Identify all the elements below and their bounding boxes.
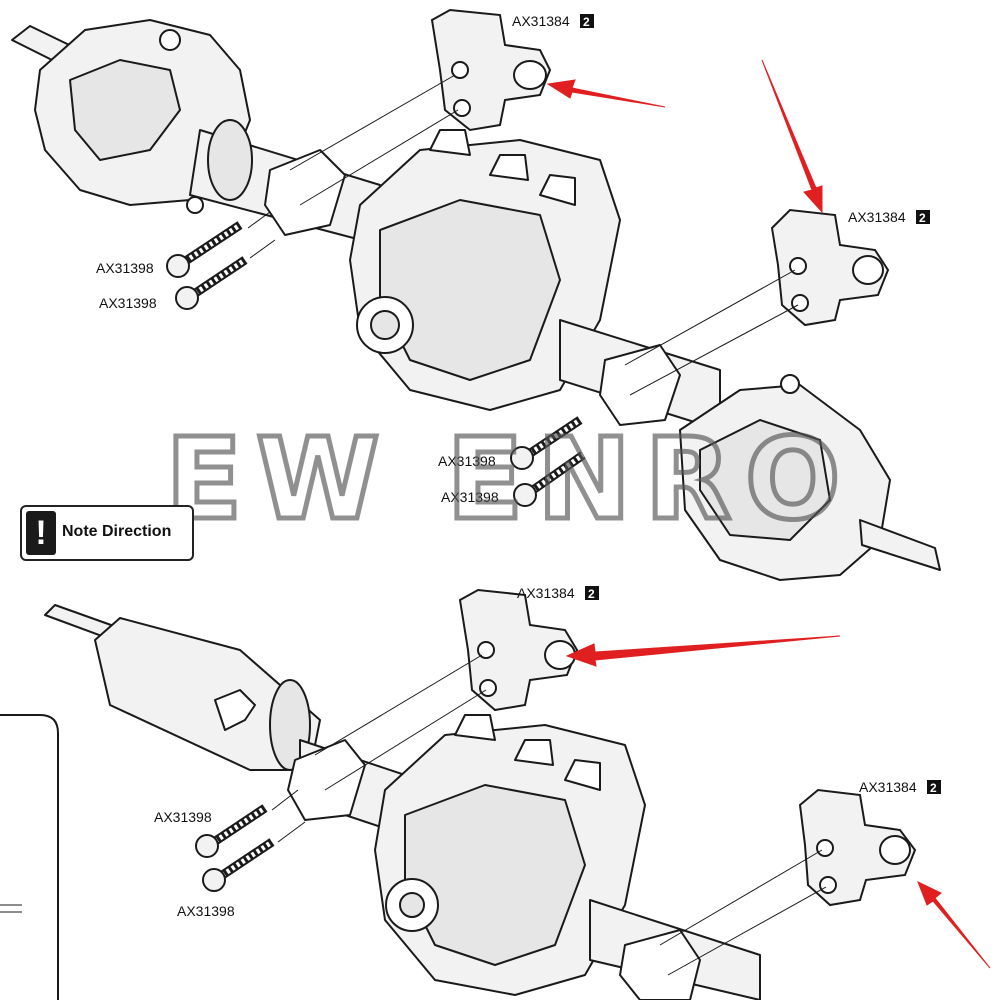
- red-arrow-2: [761, 59, 823, 214]
- exclamation-icon: !: [26, 511, 56, 555]
- right-stub-shaft: [859, 519, 941, 571]
- label-bracket-2-qty: 2: [919, 211, 926, 225]
- part-labels: AX31384 2 AX31384 2 AX31384 2 AX31384 2 …: [96, 13, 941, 919]
- link-bracket-top-left: [430, 8, 552, 132]
- label-bracket-1: AX31384: [512, 13, 570, 29]
- link-bracket-top-right: [770, 208, 890, 327]
- red-arrow-1: [546, 79, 666, 108]
- screws-top-left: [166, 221, 248, 310]
- label-bracket-1-qty: 2: [583, 15, 590, 29]
- assembly-guide-lines-top: [247, 74, 799, 396]
- label-bracket-4-qty: 2: [930, 781, 937, 795]
- red-arrow-4: [917, 881, 991, 969]
- screws-bottom-left: [195, 804, 275, 892]
- screws-top-right: [510, 416, 586, 507]
- watermark: NEW ENRON: [165, 418, 855, 538]
- label-screw-2: AX31398: [99, 295, 157, 311]
- label-bracket-3-qty: 2: [588, 587, 595, 601]
- label-screw-1: AX31398: [96, 260, 154, 276]
- label-bracket-4: AX31384: [859, 779, 917, 795]
- note-direction-text: Note Direction: [62, 523, 172, 540]
- label-screw-5: AX31398: [154, 809, 212, 825]
- link-bracket-bottom-left: [458, 588, 579, 712]
- watermark-text: NEW ENRON: [165, 418, 855, 538]
- note-direction-callout: ! Note Direction: [20, 505, 194, 561]
- direction-arrows: [546, 59, 991, 969]
- label-bracket-3: AX31384: [517, 585, 575, 601]
- link-bracket-bottom-right: [798, 788, 917, 907]
- label-screw-4: AX31398: [441, 489, 499, 505]
- front-axle-top: [11, 19, 941, 581]
- assembly-guide-lines-bottom: [271, 654, 827, 976]
- label-screw-3: AX31398: [438, 453, 496, 469]
- side-panel-fragment: [0, 714, 59, 1000]
- red-arrow-3: [565, 635, 841, 667]
- label-bracket-2: AX31384: [848, 209, 906, 225]
- rear-axle-bottom: [44, 604, 761, 1000]
- label-screw-6: AX31398: [177, 903, 235, 919]
